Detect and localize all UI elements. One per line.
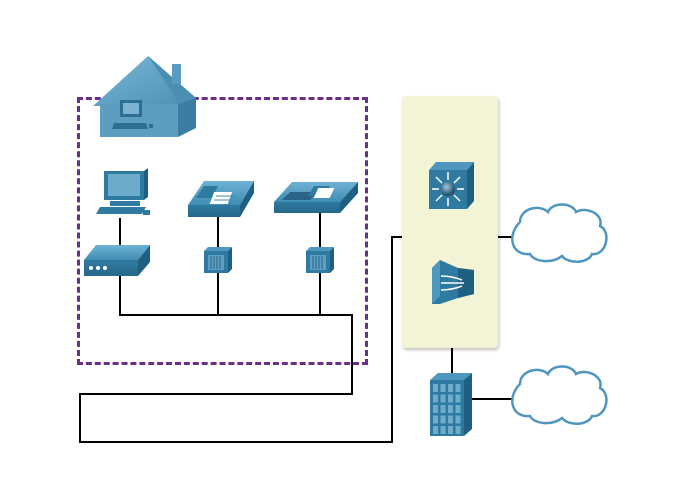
link-bus-filter2 <box>218 273 321 316</box>
building-window <box>455 405 461 413</box>
building-window <box>440 415 446 424</box>
dslam-icon <box>432 260 474 304</box>
cloud-icon <box>511 203 608 263</box>
building-window <box>433 426 438 434</box>
building-window <box>433 394 438 403</box>
building-window <box>448 405 453 413</box>
building-window <box>455 426 461 434</box>
phone-icon <box>274 182 358 213</box>
building-window <box>440 394 446 403</box>
building-window <box>433 405 438 413</box>
microfilter-icon <box>306 247 334 273</box>
building-window <box>433 415 438 424</box>
home-network-boundary <box>77 97 368 365</box>
building-window <box>455 415 461 424</box>
building-window <box>448 415 453 424</box>
microfilter-icon <box>204 247 232 273</box>
building-window <box>433 384 438 392</box>
link-home-bus <box>119 273 219 316</box>
building-icon <box>430 373 472 436</box>
building-window <box>440 426 446 434</box>
ip-phone-icon <box>188 181 254 217</box>
house-icon <box>93 56 196 137</box>
building-window <box>448 426 453 434</box>
building-window <box>455 394 461 403</box>
building-window <box>455 384 461 392</box>
wires <box>79 213 512 443</box>
building-window <box>440 405 446 413</box>
link-home-to-provider <box>79 236 402 443</box>
cloud-icon <box>511 365 608 425</box>
modem-icon <box>84 245 150 276</box>
building-window <box>440 384 446 392</box>
service-provider-panel <box>402 96 498 348</box>
pc-icon <box>96 168 150 215</box>
building-window <box>448 384 453 392</box>
building-window <box>448 394 453 403</box>
multilayer-switch-icon <box>429 162 474 209</box>
